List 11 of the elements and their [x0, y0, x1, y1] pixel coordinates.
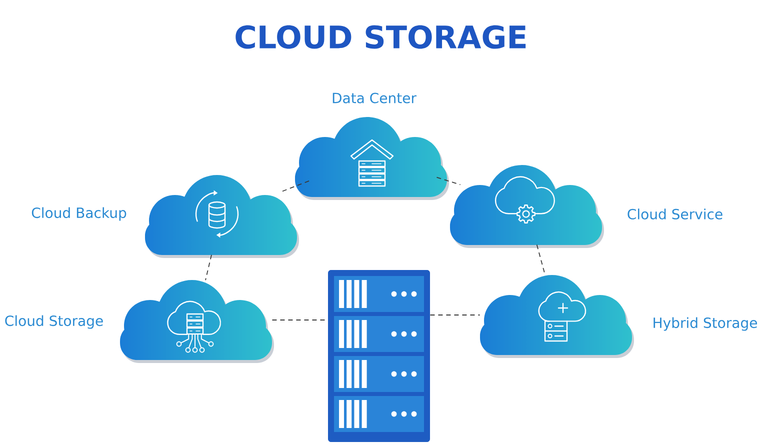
server-rack — [328, 270, 430, 442]
node-label: Cloud Backup — [32, 207, 126, 221]
title: CLOUD STORAGE — [236, 25, 526, 49]
connector — [436, 176, 461, 186]
connector — [205, 254, 212, 281]
node-label: Hybrid Storage — [654, 317, 757, 331]
connector — [430, 314, 480, 316]
connector — [282, 180, 310, 192]
node-label: Cloud Storage — [5, 315, 103, 329]
node-label: Data Center — [332, 92, 416, 104]
node-label: Cloud Service — [628, 208, 722, 220]
